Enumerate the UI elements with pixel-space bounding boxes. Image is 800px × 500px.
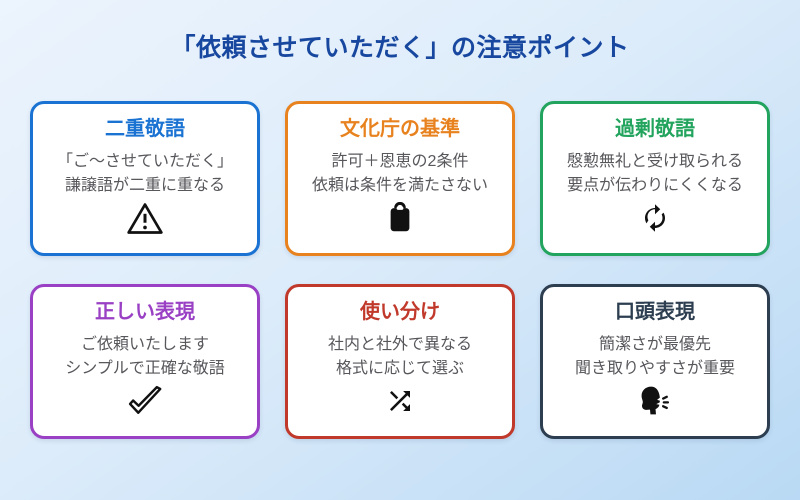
card-text-line: ご依頼いたします: [80, 336, 209, 353]
card-text-line: 依頼は条件を満たさない: [311, 177, 488, 194]
card-title: 正しい表現: [95, 301, 195, 323]
checkmark-icon: [125, 384, 165, 418]
card-title: 口頭表現: [615, 301, 695, 323]
card-text-line: 格式に応じて選ぶ: [335, 360, 464, 377]
card-text-line: 慇懃無礼と受け取られる: [566, 153, 743, 170]
card-double-keigo: 二重敬語 「ご〜させていただく」 謙譲語が二重に重なる: [30, 101, 260, 256]
speaking-head-icon: [637, 384, 673, 418]
card-text-line: 要点が伝わりにくくなる: [567, 177, 743, 194]
page-title: 「依頼させていただく」の注意ポイント: [170, 34, 630, 62]
card-text-line: 簡潔さが最優先: [598, 336, 711, 353]
card-usage-distinction: 使い分け 社内と社外で異なる 格式に応じて選ぶ: [285, 284, 515, 439]
card-text-line: 許可＋恩恵の2条件: [331, 153, 469, 170]
card-excessive-keigo: 過剰敬語 慇懃無礼と受け取られる 要点が伝わりにくくなる: [540, 101, 770, 256]
card-title: 文化庁の基準: [340, 118, 460, 140]
shuffle-icon: [382, 384, 418, 418]
card-title: 使い分け: [360, 301, 440, 323]
warning-triangle-icon: [126, 201, 164, 235]
card-bunkacho-standard: 文化庁の基準 許可＋恩恵の2条件 依頼は条件を満たさない: [285, 101, 515, 256]
card-text-line: 社内と社外で異なる: [327, 336, 472, 353]
cycle-arrows-icon: [640, 201, 670, 235]
card-title: 二重敬語: [105, 118, 185, 140]
card-spoken-expression: 口頭表現 簡潔さが最優先 聞き取りやすさが重要: [540, 284, 770, 439]
card-text-line: 聞き取りやすさが重要: [574, 360, 735, 377]
card-text-line: シンプルで正確な敬語: [65, 360, 225, 377]
clipboard-icon: [385, 201, 415, 235]
card-title: 過剰敬語: [615, 118, 695, 140]
card-text-line: 「ご〜させていただく」: [56, 153, 233, 170]
card-correct-expression: 正しい表現 ご依頼いたします シンプルで正確な敬語: [30, 284, 260, 439]
card-text-line: 謙譲語が二重に重なる: [64, 177, 225, 194]
card-grid: 二重敬語 「ご〜させていただく」 謙譲語が二重に重なる 文化庁の基準 許可＋恩恵…: [0, 101, 800, 439]
